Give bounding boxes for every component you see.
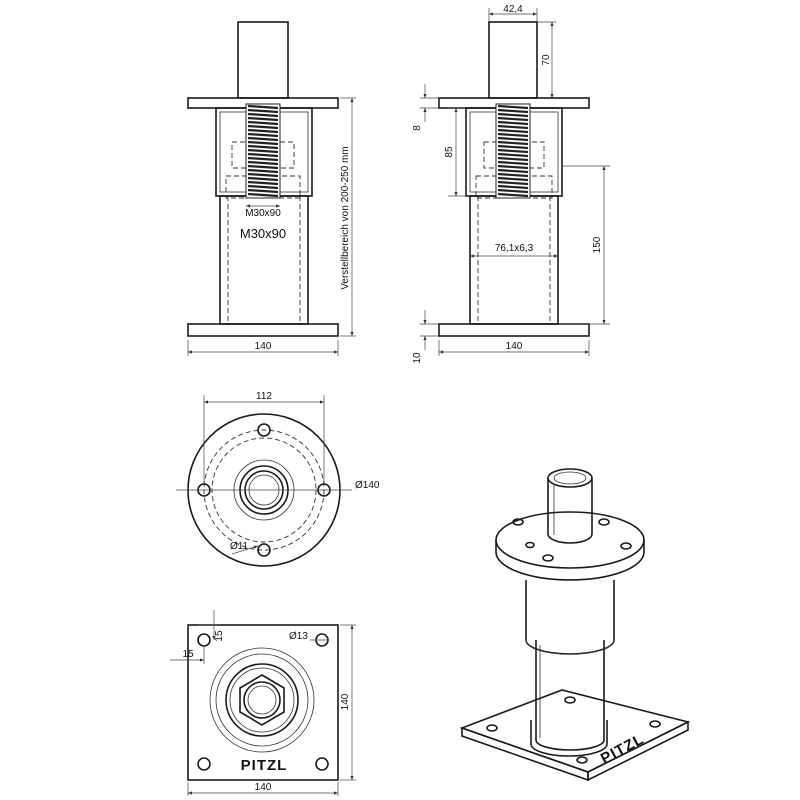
side-tube-height-dim: 150 (592, 236, 603, 253)
front-view: M30x90 M30x90 140 Verstellbereich von 20… (187, 21, 356, 356)
thread-line (497, 108, 529, 114)
round-diameter-dim: Ø140 (355, 480, 380, 491)
square-hole-dim: Ø13 (289, 631, 308, 642)
iso-view: PITZL (459, 468, 691, 782)
square-height-dim: 140 (340, 693, 351, 710)
iso-stem (547, 478, 593, 544)
side-width-dim: 140 (506, 341, 523, 352)
thread-line (247, 188, 279, 194)
square-hex-nut (239, 674, 285, 726)
side-tube-dim: 76,1x6,3 (495, 243, 534, 254)
thread-line (497, 116, 529, 122)
thread-line (497, 156, 529, 162)
thread-line (497, 124, 529, 130)
side-view: 42,4 70 8 85 76,1x6,3 150 140 10 (412, 4, 610, 364)
thread-line (497, 148, 529, 154)
thread-line (247, 172, 279, 178)
thread-line (247, 104, 279, 110)
square-hole-bl (197, 757, 211, 771)
thread-line (247, 160, 279, 166)
square-width-dim: 140 (255, 782, 272, 793)
side-thread (495, 103, 531, 199)
side-stem-height-dim: 70 (541, 54, 552, 66)
thread-line (497, 176, 529, 182)
thread-line (247, 144, 279, 150)
front-thread-label: M30x90 (240, 226, 286, 241)
iso-base-plate-top (459, 689, 691, 773)
thread-line (247, 108, 279, 114)
thread-line (247, 168, 279, 174)
front-thread-small-label: M30x90 (245, 208, 281, 219)
front-thread (245, 103, 281, 199)
thread-line (247, 140, 279, 146)
round-plate-view: 112 Ø140 Ø11 (176, 391, 380, 567)
square-plate-outline (187, 624, 339, 781)
thread-line (247, 152, 279, 158)
iso-sleeve (525, 580, 615, 655)
thread-line (497, 192, 529, 198)
thread-line (247, 156, 279, 162)
square-offset-y-dim: 15 (214, 630, 225, 642)
thread-line (497, 168, 529, 174)
front-width-dim: 140 (255, 341, 272, 352)
thread-line (497, 184, 529, 190)
side-stem (488, 21, 538, 99)
thread-line (497, 104, 529, 110)
thread-line (247, 112, 279, 118)
square-hole-tl (197, 633, 211, 647)
square-plate-view: PITZL 15 15 Ø13 140 140 (170, 610, 356, 796)
thread-line (497, 144, 529, 150)
thread-line (247, 128, 279, 134)
thread-line (497, 164, 529, 170)
round-hole-dim: Ø11 (230, 541, 249, 552)
thread-line (497, 180, 529, 186)
front-range-label: Verstellbereich von 200-250 mm (340, 146, 351, 289)
thread-line (497, 120, 529, 126)
thread-line (497, 128, 529, 134)
thread-line (497, 172, 529, 178)
thread-line (247, 192, 279, 198)
side-plate-dim: 8 (412, 125, 423, 131)
iso-stem-top (547, 468, 593, 488)
side-sleeve-dim: 85 (444, 146, 455, 158)
front-stem (237, 21, 289, 99)
thread-line (497, 132, 529, 138)
side-base-plate (438, 323, 590, 337)
thread-line (497, 160, 529, 166)
square-hole-br (315, 757, 329, 771)
square-offset-x-dim: 15 (182, 649, 194, 660)
thread-line (247, 120, 279, 126)
thread-line (497, 112, 529, 118)
round-bolt-circle-dim: 112 (256, 391, 272, 402)
side-base-dim: 10 (412, 352, 423, 364)
thread-line (497, 152, 529, 158)
round-plate-hole-top (257, 423, 271, 437)
front-base-plate (187, 323, 339, 337)
thread-line (497, 140, 529, 146)
thread-line (247, 124, 279, 130)
thread-line (247, 132, 279, 138)
side-tube (469, 195, 559, 325)
thread-line (247, 148, 279, 154)
thread-line (247, 184, 279, 190)
iso-top-plate (495, 511, 645, 569)
side-stem-width-dim: 42,4 (503, 4, 523, 15)
thread-line (497, 188, 529, 194)
thread-line (247, 176, 279, 182)
square-plate-brand: PITZL (241, 757, 288, 774)
iso-tube (535, 640, 605, 751)
thread-line (247, 136, 279, 142)
thread-line (247, 164, 279, 170)
thread-line (497, 136, 529, 142)
thread-line (247, 116, 279, 122)
round-plate-hole-bottom (257, 543, 271, 557)
thread-line (247, 180, 279, 186)
